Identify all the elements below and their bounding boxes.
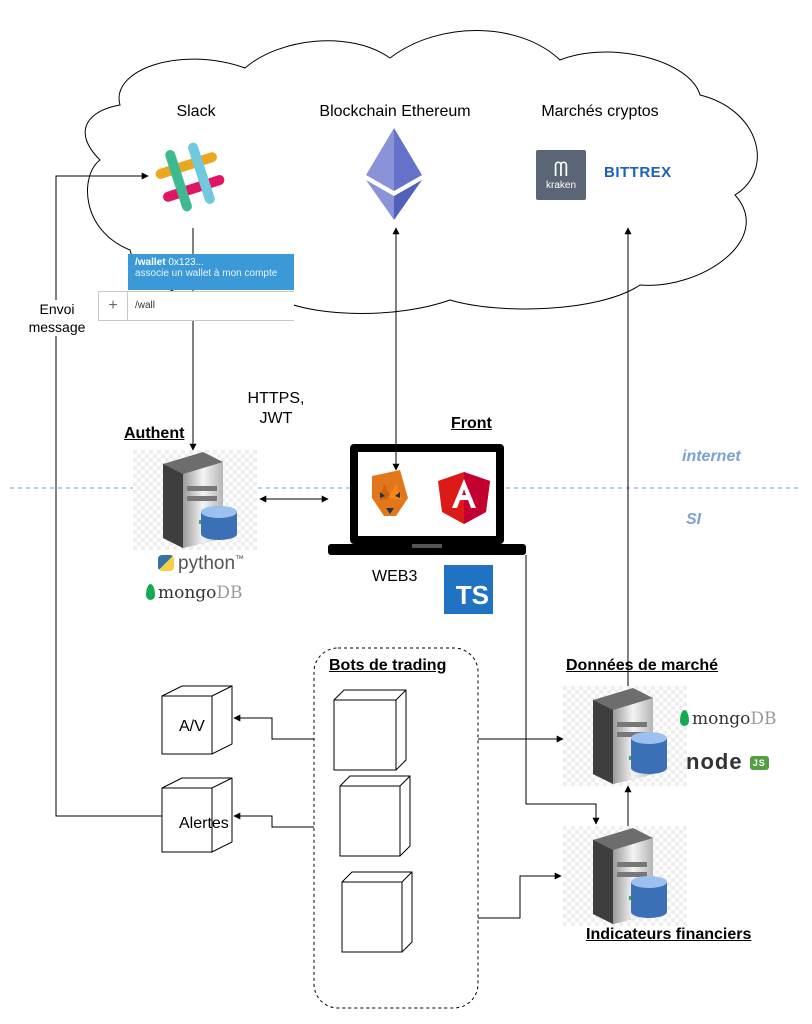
envoi-message-line1: Envoi bbox=[39, 301, 75, 317]
mongodb-leaf-icon bbox=[146, 584, 155, 600]
indicateurs-server-icon bbox=[563, 826, 687, 926]
ethereum-title: Blockchain Ethereum bbox=[319, 103, 471, 120]
si-zone-label: SI bbox=[686, 511, 702, 528]
bots-alertes-arrow bbox=[233, 812, 314, 828]
internet-zone-label: internet bbox=[682, 448, 741, 465]
bot-cube-1 bbox=[333, 689, 407, 771]
front-title: Front bbox=[451, 415, 492, 432]
mongo-text: mongo bbox=[692, 709, 751, 729]
slack-logo bbox=[155, 142, 225, 212]
bittrex-logo: BITTREX bbox=[604, 164, 672, 181]
mongo-db-text: DB bbox=[750, 709, 777, 729]
markets-title: Marchés cryptos bbox=[541, 103, 659, 120]
node-js-badge: JS bbox=[749, 756, 769, 770]
front-indicateurs-arrow bbox=[525, 555, 600, 825]
donnees-title: Données de marché bbox=[566, 657, 719, 674]
slack-attach-button[interactable]: + bbox=[99, 292, 128, 320]
python-snake-icon bbox=[158, 555, 174, 571]
slack-autocomplete-suggestion[interactable]: /wallet 0x123... associe un wallet à mon… bbox=[128, 254, 294, 290]
https-line1: HTTPS, bbox=[247, 390, 305, 407]
donnees-mongodb-logo: mongoDB bbox=[680, 709, 777, 729]
typescript-logo: TS bbox=[444, 565, 493, 614]
bot-cube-3 bbox=[341, 871, 413, 953]
ethereum-logo bbox=[366, 128, 422, 220]
av-cube bbox=[161, 685, 233, 755]
envoi-message-label: Envoi message bbox=[26, 300, 88, 336]
slack-command-description: associe un wallet à mon compte bbox=[135, 268, 278, 279]
envoi-message-line2: message bbox=[28, 319, 86, 335]
python-text: python bbox=[178, 553, 236, 574]
bot-cube-2 bbox=[339, 775, 411, 857]
kraken-label: kraken bbox=[545, 179, 576, 191]
mongo-text: mongo bbox=[158, 583, 217, 603]
authent-mongodb-logo: mongoDB bbox=[146, 583, 243, 603]
metamask-fox-icon bbox=[372, 470, 408, 516]
slack-message-input[interactable]: + /wall bbox=[98, 291, 294, 321]
mongo-db-text: DB bbox=[216, 583, 243, 603]
jwt-line2: JWT bbox=[259, 410, 293, 427]
av-label: A/V bbox=[179, 718, 205, 735]
bots-indicateurs-arrow bbox=[478, 872, 562, 919]
indicateurs-title: Indicateurs financiers bbox=[586, 926, 752, 943]
bots-av-arrow bbox=[233, 714, 314, 740]
donnees-server-icon bbox=[563, 686, 687, 786]
slack-command-hint: 0x123... bbox=[168, 257, 204, 268]
kraken-logo: ᗰ kraken bbox=[536, 150, 586, 200]
web3-label: WEB3 bbox=[372, 568, 418, 585]
https-jwt-label: HTTPS, JWT bbox=[248, 389, 305, 429]
angular-logo bbox=[438, 472, 490, 524]
slack-command: /wallet bbox=[135, 257, 166, 268]
alertes-label: Alertes bbox=[179, 815, 229, 832]
python-logo: python™ bbox=[158, 553, 244, 575]
alertes-slack-arrow bbox=[55, 172, 162, 817]
authent-title: Authent bbox=[124, 425, 185, 442]
alertes-cube bbox=[161, 777, 233, 853]
slack-title: Slack bbox=[176, 103, 216, 120]
bots-title: Bots de trading bbox=[329, 657, 447, 674]
slack-input-value[interactable]: /wall bbox=[135, 300, 156, 311]
mongodb-leaf-icon bbox=[680, 710, 689, 726]
python-trademark: ™ bbox=[235, 553, 245, 564]
bots-container bbox=[313, 647, 479, 1009]
connectors bbox=[55, 172, 632, 919]
node-text: node bbox=[686, 749, 743, 774]
authent-server-icon bbox=[133, 450, 257, 550]
front-laptop-icon bbox=[328, 444, 526, 555]
nodejs-logo: node JS bbox=[686, 749, 769, 775]
kraken-mark-icon: ᗰ bbox=[553, 158, 569, 181]
